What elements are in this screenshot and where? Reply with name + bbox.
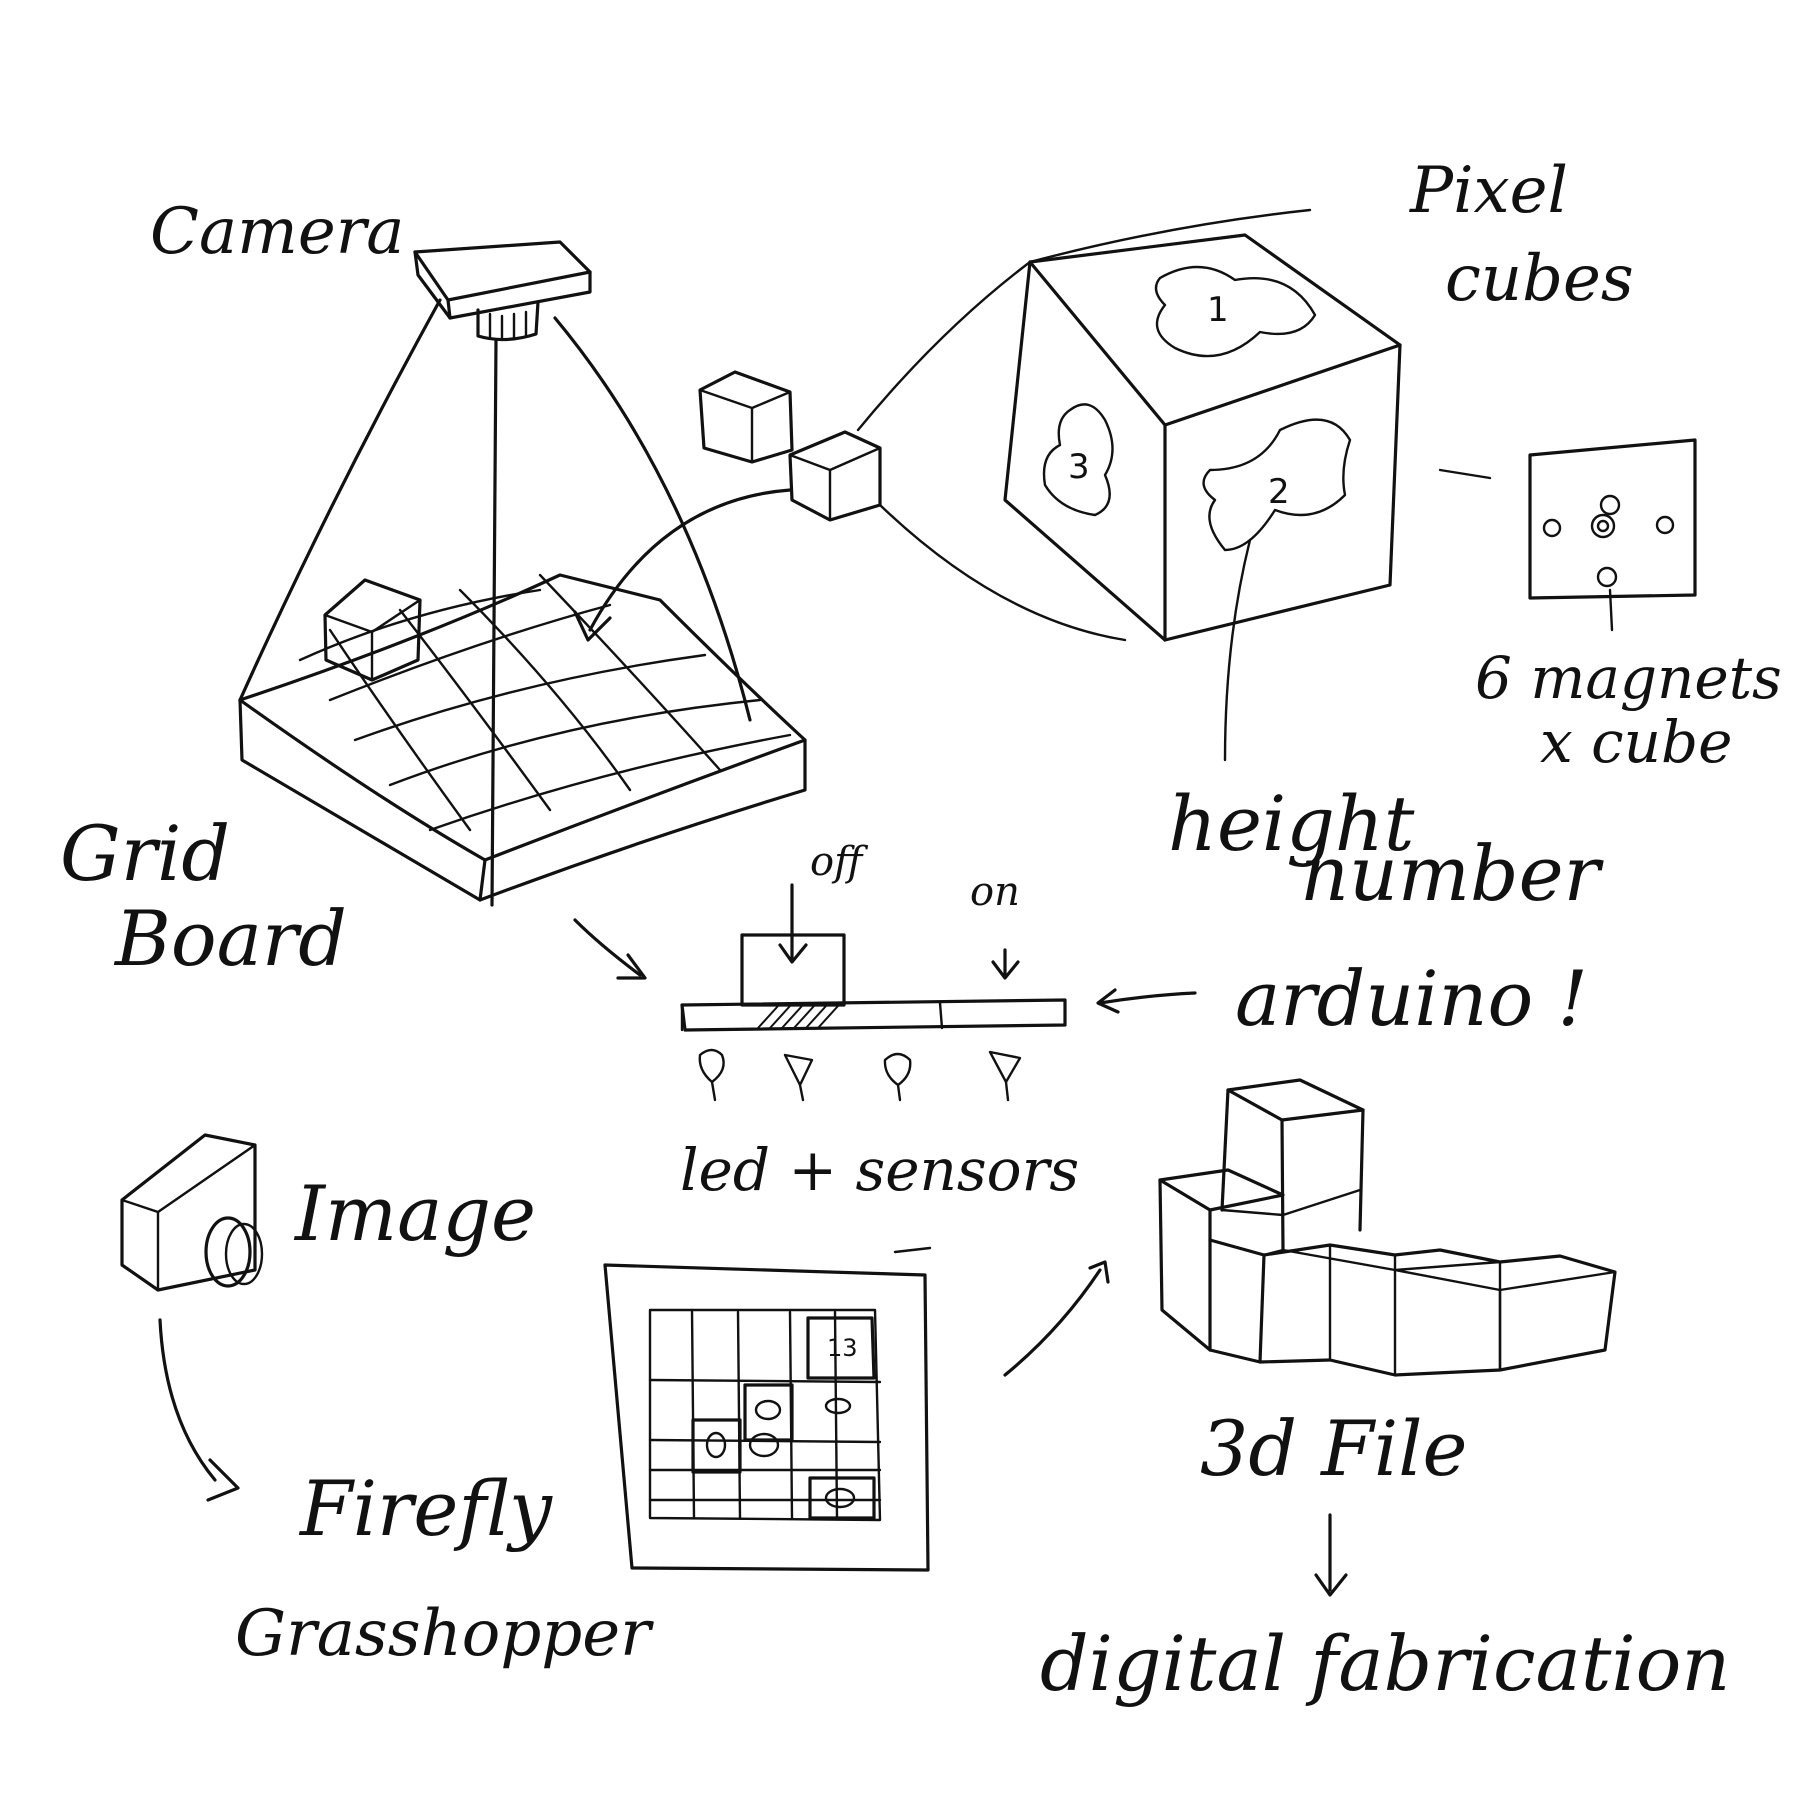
grid-label: Grid [60, 809, 230, 898]
3d-blocks-drawing [1003, 1078, 1617, 1597]
camera-drawing [413, 240, 592, 342]
image-camera-drawing [120, 1133, 264, 1502]
height-label: height [1168, 779, 1415, 868]
digital-fabrication-label: digital fabrication [1040, 1619, 1730, 1708]
camera-view-lines [238, 298, 752, 907]
grasshopper-label: Grasshopper [235, 1597, 654, 1671]
screen-cell-label: 13 [827, 1334, 858, 1362]
six-magnets-label: 6 magnets [1475, 644, 1782, 712]
left-face-number: 3 [1068, 447, 1090, 487]
right-face-number: 2 [1268, 472, 1290, 512]
grid-board-drawing [238, 573, 807, 902]
cubes-label: cubes [1445, 242, 1634, 316]
pixel-label: Pixel [1409, 154, 1568, 228]
magnet-face-drawing [1438, 438, 1697, 632]
camera-label: Camera [150, 195, 404, 269]
on-label: on [970, 869, 1020, 915]
x-cube-label: x cube [1540, 708, 1732, 776]
3d-file-label: 3d File [1200, 1404, 1467, 1493]
number-label: number [1300, 829, 1605, 918]
led-sensors-label: led + sensors [680, 1136, 1079, 1204]
board-label: Board [113, 894, 347, 983]
led-sensor-strip-drawing [573, 883, 1197, 1102]
small-cubes-drawing [573, 370, 882, 642]
arduino-label: arduino ! [1235, 954, 1588, 1043]
off-label: off [810, 839, 869, 885]
firefly-label: Firefly [298, 1464, 553, 1553]
top-face-number: 1 [1207, 290, 1229, 330]
pixel-cube-drawing: 1 2 3 [856, 208, 1402, 762]
image-label: Image [293, 1169, 536, 1258]
screen-grid-drawing: 13 [603, 1246, 932, 1572]
